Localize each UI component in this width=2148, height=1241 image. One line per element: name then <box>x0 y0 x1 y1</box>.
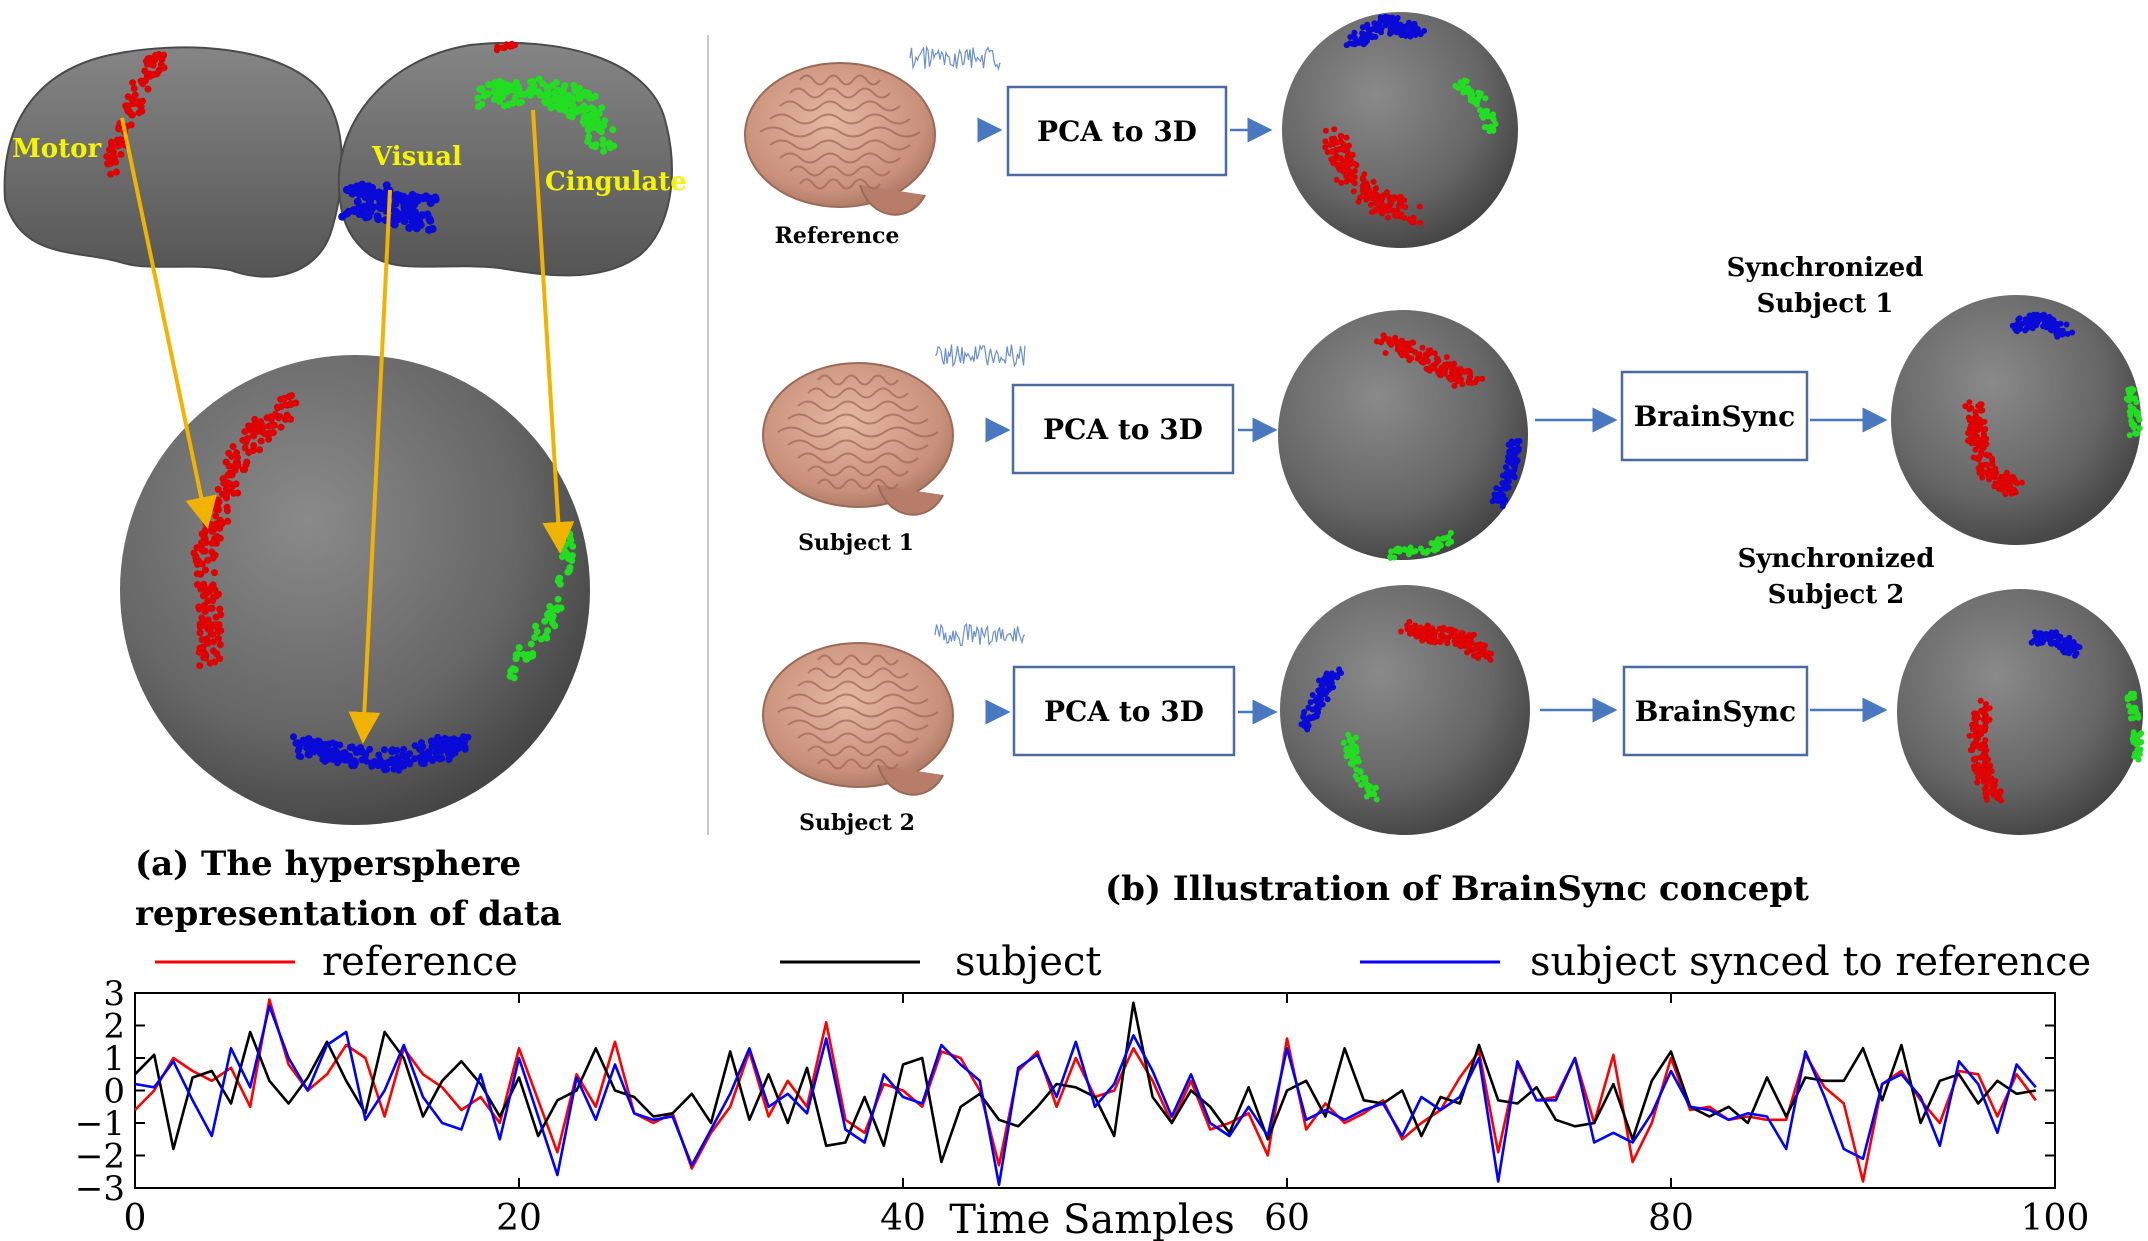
label-visual: Visual <box>371 142 462 172</box>
pca-box-reference: PCA to 3D <box>1006 85 1228 177</box>
visual-region <box>338 180 440 234</box>
caption-a-line1: (a) The hypersphere <box>135 844 521 884</box>
plot-frame <box>134 992 2056 1189</box>
reference-brain <box>744 62 936 216</box>
sphere-reference-cingulate <box>1452 77 1499 135</box>
y-tick-label-0: 0 <box>103 1072 125 1112</box>
sphere-synced-subject2-cingulate <box>2124 690 2145 763</box>
x-tick-label-100: 100 <box>2021 1198 2090 1239</box>
series-line-subject <box>134 1001 2037 1164</box>
sphere-subject1 <box>1278 310 1528 561</box>
legend-label-1: subject <box>955 939 1101 985</box>
subject1-brain <box>762 362 954 516</box>
sphere-reference <box>1282 12 1518 248</box>
sync2-title-line2: Subject 2 <box>1768 580 1905 610</box>
sphere-synced-subject2-motor <box>1966 697 2005 804</box>
pca-box-subject2: PCA to 3D <box>1012 665 1236 757</box>
x-tick-label-40: 40 <box>880 1198 926 1239</box>
sphere-subject2 <box>1280 585 1530 835</box>
medial-motor-region <box>493 40 518 54</box>
reference-signal <box>909 45 1001 72</box>
y-tick-label-1: 1 <box>103 1039 125 1079</box>
timeseries-chart: reference subject subject synced to refere… <box>75 939 2091 1241</box>
sphere-synced-subject2 <box>1897 589 2145 835</box>
pca-box-subject1: PCA to 3D <box>1011 383 1235 475</box>
sphere-subject2-cingulate <box>1340 731 1380 803</box>
x-tick-label-0: 0 <box>124 1198 147 1239</box>
legend-label-0: reference <box>322 939 518 985</box>
sphere-synced-subject1-cingulate <box>2123 385 2143 439</box>
label-motor: Motor <box>12 134 101 164</box>
sphere-reference-motor <box>1322 126 1424 226</box>
x-tick-label-80: 80 <box>1648 1198 1694 1239</box>
brainsync-box-1: BrainSync <box>1620 370 1809 462</box>
subject2-signal <box>934 623 1026 647</box>
label-cingulate: Cingulate <box>545 167 687 197</box>
subject1-label: Subject 1 <box>798 530 914 556</box>
sphere-reference-visual <box>1343 13 1428 49</box>
y-tick-label--2: −2 <box>75 1137 125 1177</box>
sphere-synced-subject1-visual <box>2009 311 2076 340</box>
visual-mapping-arrow <box>348 189 392 744</box>
sphere-subject1-motor <box>1373 332 1486 389</box>
sync1-title-line2: Subject 1 <box>1757 289 1894 319</box>
brainsync-box-1-label: BrainSync <box>1634 400 1795 433</box>
sphere-synced-subject2-visual <box>2028 629 2083 659</box>
y-tick-label--1: −1 <box>75 1104 125 1144</box>
brainsync-box-2-label: BrainSync <box>1635 695 1796 728</box>
panel-a: Motor Visual Cingulate (a) The hypersphe… <box>3 40 687 934</box>
cingulate-region <box>474 75 618 155</box>
sphere-subject2-visual <box>1298 666 1344 733</box>
caption-a-line2: representation of data <box>135 894 562 934</box>
sphere-subject2-motor <box>1397 618 1494 663</box>
reference-label: Reference <box>775 223 900 249</box>
sync2-title-line1: Synchronized <box>1738 544 1935 574</box>
y-tick-label--3: −3 <box>75 1169 125 1209</box>
y-tick-label-3: 3 <box>103 974 125 1014</box>
sphere-subject1-visual <box>1489 438 1523 510</box>
sync1-title-line1: Synchronized <box>1727 253 1924 283</box>
legend-label-2: subject synced to reference <box>1530 939 2091 985</box>
sphere-subject1-cingulate <box>1387 529 1455 561</box>
pca-box-subject1-label: PCA to 3D <box>1043 413 1203 446</box>
sphere-synced-subject1-motor <box>1962 399 2025 498</box>
x-axis-label: Time Samples <box>949 1197 1235 1241</box>
subject1-signal <box>934 344 1026 368</box>
motor-mapping-arrow <box>120 117 217 529</box>
sphere-visual-cluster <box>290 733 472 774</box>
subject2-brain <box>762 642 954 796</box>
pca-box-reference-label: PCA to 3D <box>1037 115 1197 148</box>
lateral-cortex-surface <box>3 46 343 278</box>
sphere-synced-subject1 <box>1891 295 2143 545</box>
caption-b: (b) Illustration of BrainSync concept <box>1105 869 1809 909</box>
brainsync-box-2: BrainSync <box>1622 665 1809 757</box>
sphere-motor-cluster <box>190 392 300 670</box>
series-line-subject-synced-to-reference <box>134 1004 2037 1187</box>
x-tick-label-20: 20 <box>496 1198 542 1239</box>
x-tick-label-60: 60 <box>1264 1198 1310 1239</box>
pca-box-subject2-label: PCA to 3D <box>1044 695 1204 728</box>
cingulate-mapping-arrow <box>531 109 575 554</box>
subject2-label: Subject 2 <box>799 810 915 836</box>
y-tick-label-2: 2 <box>103 1007 125 1047</box>
